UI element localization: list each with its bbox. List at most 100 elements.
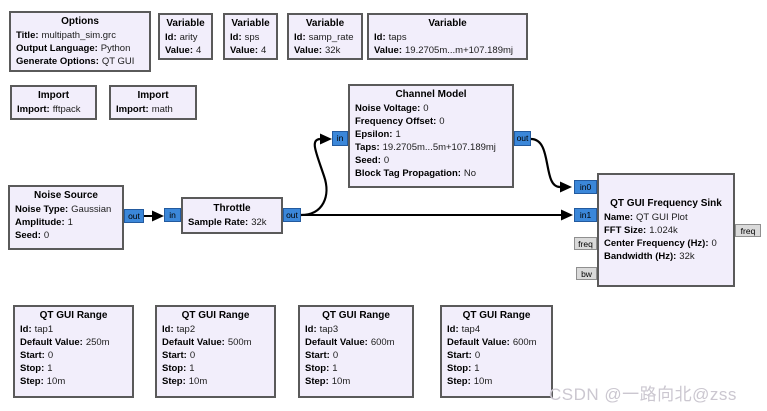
param-value: 0 [383, 155, 390, 166]
param-label: Step: [305, 376, 329, 387]
block-channel-model[interactable]: Channel Model Noise Voltage:0 Frequency … [348, 84, 514, 188]
param-label: Step: [162, 376, 186, 387]
param-row: Default Value:500m [162, 336, 269, 349]
param-value: taps [388, 32, 407, 43]
param-row: Output Language:Python [16, 42, 144, 55]
param-row: Id:taps [374, 31, 521, 44]
block-import-fftpack[interactable]: Import Import:fftpack [10, 85, 97, 120]
param-row: Default Value:250m [20, 336, 127, 349]
param-row: Seed:0 [15, 229, 117, 242]
block-title: QT GUI Range [181, 310, 250, 321]
param-value: 1 [395, 129, 401, 140]
param-label: Seed: [15, 230, 41, 241]
param-value: 0 [47, 350, 54, 361]
param-value: 0 [43, 230, 50, 241]
port-noise-out[interactable]: out [124, 209, 144, 223]
block-import-math[interactable]: Import Import:math [109, 85, 197, 120]
port-channel-out[interactable]: out [514, 131, 531, 146]
param-row: Noise Voltage:0 [355, 102, 507, 115]
port-throttle-out[interactable]: out [283, 208, 301, 222]
param-value: 32k [325, 45, 341, 56]
param-value: 10m [331, 376, 351, 387]
param-label: Step: [20, 376, 44, 387]
param-value: 1 [189, 363, 195, 374]
param-label: Default Value: [162, 337, 225, 348]
param-label: Id: [294, 32, 306, 43]
param-label: Value: [230, 45, 258, 56]
param-row: Default Value:600m [447, 336, 546, 349]
param-row: Block Tag Propagation:No [355, 167, 507, 180]
port-sink-freq-right[interactable]: freq [735, 224, 761, 237]
param-label: Center Frequency (Hz): [604, 238, 709, 249]
param-label: Id: [230, 32, 242, 43]
param-value: 0 [423, 103, 429, 114]
port-sink-bw[interactable]: bw [576, 267, 597, 280]
param-row: Stop:1 [162, 362, 269, 375]
param-label: Id: [162, 324, 174, 335]
param-value: 500m [227, 337, 252, 348]
param-label: Stop: [305, 363, 330, 374]
block-qt-gui-range-tap3[interactable]: QT GUI Range Id:tap3 Default Value:600m … [298, 305, 414, 398]
param-label: Default Value: [447, 337, 510, 348]
param-row: FFT Size:1.024k [604, 224, 728, 237]
param-row: Value:4 [230, 44, 271, 57]
param-value: sps [244, 32, 260, 43]
param-row: Value:32k [294, 44, 356, 57]
param-value: 600m [370, 337, 395, 348]
arrowhead-throttle-to-channel [320, 133, 332, 145]
param-value: Python [100, 43, 131, 54]
param-value: 600m [512, 337, 537, 348]
param-label: Id: [305, 324, 317, 335]
param-row: Sample Rate:32k [188, 216, 276, 229]
block-title: Options [61, 16, 99, 27]
block-qt-gui-range-tap1[interactable]: QT GUI Range Id:tap1 Default Value:250m … [13, 305, 134, 398]
block-title: Import [37, 90, 70, 101]
param-value: 32k [251, 217, 267, 228]
block-title: Import [137, 90, 169, 101]
port-sink-freq-left[interactable]: freq [574, 237, 597, 250]
param-row: Id:tap2 [162, 323, 269, 336]
block-title: Variable [428, 18, 467, 29]
block-throttle[interactable]: Throttle Sample Rate:32k [181, 197, 283, 234]
block-qt-gui-frequency-sink[interactable]: QT GUI Frequency Sink Name:QT GUI Plot F… [597, 173, 735, 287]
param-row: Step:10m [305, 375, 407, 388]
block-noise-source[interactable]: Noise Source Noise Type:Gaussian Amplitu… [8, 185, 124, 250]
block-title: QT GUI Frequency Sink [610, 198, 722, 209]
block-variable-samp-rate[interactable]: Variable Id:samp_rate Value:32k [287, 13, 363, 60]
port-sink-in1[interactable]: in1 [574, 208, 597, 222]
param-label: Value: [165, 45, 193, 56]
param-row: Stop:1 [305, 362, 407, 375]
port-sink-in0[interactable]: in0 [574, 180, 597, 194]
param-label: Bandwidth (Hz): [604, 251, 677, 262]
param-value: tap3 [319, 324, 339, 335]
block-qt-gui-range-tap4[interactable]: QT GUI Range Id:tap4 Default Value:600m … [440, 305, 553, 398]
param-row: Start:0 [20, 349, 127, 362]
param-label: Import: [116, 104, 149, 115]
param-row: Stop:1 [447, 362, 546, 375]
param-value: QT GUI [101, 56, 135, 67]
param-label: Id: [374, 32, 386, 43]
block-title: Noise Source [34, 190, 98, 201]
block-variable-sps[interactable]: Variable Id:sps Value:4 [223, 13, 278, 60]
param-value: QT GUI Plot [636, 212, 688, 223]
block-qt-gui-range-tap2[interactable]: QT GUI Range Id:tap2 Default Value:500m … [155, 305, 276, 398]
param-row: Start:0 [447, 349, 546, 362]
param-value: 19.2705m...m+107.189mj [405, 45, 513, 56]
param-value: No [463, 168, 477, 179]
block-title: Variable [166, 18, 205, 29]
param-row: Value:4 [165, 44, 206, 57]
block-options[interactable]: Options Title:multipath_sim.grc Output L… [9, 11, 151, 72]
port-channel-in[interactable]: in [332, 131, 348, 146]
block-variable-arity[interactable]: Variable Id:arity Value:4 [158, 13, 213, 60]
param-label: Value: [374, 45, 402, 56]
block-variable-taps[interactable]: Variable Id:taps Value:19.2705m...m+107.… [367, 13, 528, 60]
wire-channel-to-sink-in0[interactable] [530, 137, 561, 189]
param-label: FFT Size: [604, 225, 647, 236]
param-row: Name:QT GUI Plot [604, 211, 728, 224]
wire-throttle-to-channel[interactable] [300, 137, 328, 217]
param-row: Step:10m [162, 375, 269, 388]
port-throttle-in[interactable]: in [164, 208, 181, 222]
param-label: Value: [294, 45, 322, 56]
